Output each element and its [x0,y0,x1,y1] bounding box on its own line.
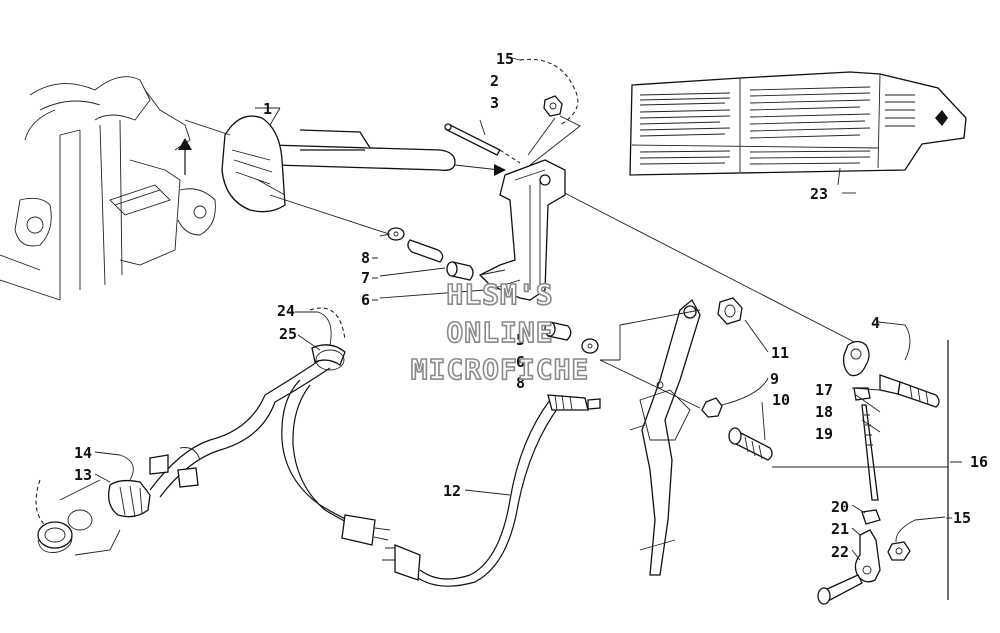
frame-arrow [109,138,192,216]
callout-8-lower: 8 [516,374,525,392]
callout-ticks [372,257,962,519]
watermark-line-1: HLSM'S [446,277,554,312]
callout-7: 7 [361,269,370,287]
callout-21: 21 [831,520,849,538]
callout-23: 23 [810,185,828,203]
callout-15-top: 15 [496,50,514,68]
washer-9 [701,397,723,418]
callout-4: 4 [871,314,880,332]
callout-6-upper: 6 [361,291,370,309]
neutral-switch-cable [382,394,601,587]
callout-2: 2 [490,72,499,90]
leader-lines [94,57,946,561]
pin-and-clip [444,119,521,164]
nut-11 [717,297,743,325]
frame-outline [0,76,216,301]
callout-17: 17 [815,381,833,399]
callout-3: 3 [490,94,499,112]
callout-20: 20 [831,498,849,516]
watermark-line-2: ONLINE [446,315,554,350]
spacer-stack-lower [544,321,599,354]
callout-9: 9 [770,370,779,388]
callout-22: 22 [831,543,849,561]
watermark-line-3: MICROFICHE [410,352,590,387]
callout-14: 14 [74,444,92,462]
shift-arm [629,298,701,576]
callout-6-lower: 6 [516,353,525,371]
callout-18: 18 [815,403,833,421]
bolt-10 [728,427,773,461]
wiring-harness [149,307,391,546]
callout-25: 25 [279,325,297,343]
linkage-rod-assembly [817,340,949,605]
callout-labels: 1 15 2 3 8 7 6 5 6 8 24 25 14 13 12 11 9… [74,50,988,561]
connector-13 [107,479,151,518]
nut-top [519,58,581,166]
shift-bracket [478,159,566,301]
callout-13: 13 [74,466,92,484]
callout-24: 24 [277,302,295,320]
callout-10: 10 [772,391,790,409]
callout-5: 5 [516,331,525,349]
callout-19: 19 [815,425,833,443]
warning-decal [629,71,967,176]
shift-lever [221,115,456,213]
callout-11: 11 [771,344,789,362]
grommet-14 [35,479,121,556]
callout-8-upper: 8 [361,249,370,267]
callout-15-right: 15 [953,509,971,527]
callout-12: 12 [443,482,461,500]
callout-16: 16 [970,453,988,471]
spacer-stack-upper [387,227,474,281]
callout-1: 1 [263,100,272,118]
